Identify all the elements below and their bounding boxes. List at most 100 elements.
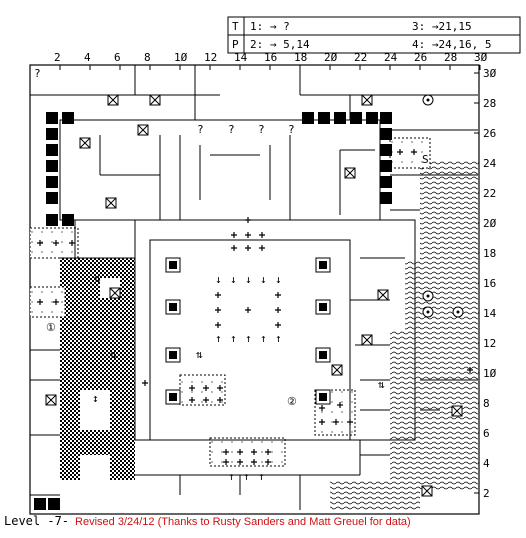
teleport-up-4: ⇅ — [378, 378, 385, 391]
wall-block — [48, 498, 60, 510]
wall-block — [34, 498, 46, 510]
wall-block — [46, 112, 58, 124]
water-areas — [330, 160, 478, 510]
fountains — [422, 94, 464, 318]
y-tick-label: 8 — [483, 397, 490, 410]
plus-marker — [275, 322, 281, 328]
arrow-marker: ↑ — [275, 332, 282, 345]
plus-marker — [319, 405, 325, 411]
y-tick-label: 3Ø — [483, 67, 497, 80]
y-tick-label: 28 — [483, 97, 496, 110]
unknown-4: ? — [258, 123, 265, 136]
plus-marker — [203, 385, 209, 391]
cross-line — [45, 394, 57, 406]
plus-marker — [245, 307, 251, 313]
legend-key-t: T — [232, 20, 239, 33]
walls — [30, 65, 478, 510]
cross-line — [107, 94, 119, 106]
x-tick-label: 2 — [54, 51, 61, 64]
plus-marker — [217, 385, 223, 391]
x-tick-label: 16 — [264, 51, 277, 64]
plus-marker — [347, 419, 353, 425]
plus-marker — [333, 419, 339, 425]
cross-line — [79, 137, 91, 149]
stair-up-3: ↑ — [258, 470, 265, 483]
wall-block — [380, 112, 392, 124]
arrow-marker: ↓ — [230, 273, 237, 286]
cross-line — [451, 405, 463, 417]
pillar-core — [169, 303, 177, 311]
wall-block — [334, 112, 346, 124]
cross-line — [331, 364, 343, 376]
x-tick-label: 4 — [84, 51, 91, 64]
pillars — [165, 257, 331, 405]
map-footer: Level -7-Revised 3/24/12 (Thanks to Rust… — [4, 514, 411, 528]
plus-marker — [259, 232, 265, 238]
wall-block — [302, 112, 314, 124]
plus-marker — [53, 299, 59, 305]
level-label: Level -7- — [4, 514, 70, 528]
legend-slot-4: 4: →24,16, 5 — [412, 38, 491, 51]
pillar-core — [169, 261, 177, 269]
plus-marker — [411, 149, 417, 155]
legend-key-p: P — [232, 38, 239, 51]
plus-marker — [53, 240, 59, 246]
x-tick-label: 14 — [234, 51, 248, 64]
x-tick-label: 2Ø — [324, 51, 338, 64]
wall-block — [46, 176, 58, 188]
cross-line — [377, 289, 389, 301]
x-tick-label: 1Ø — [174, 51, 188, 64]
wall-block — [380, 160, 392, 172]
plus-marker — [319, 419, 325, 425]
unknown-markers: ? ? ? ? ? — [34, 67, 295, 136]
y-tick-label: 26 — [483, 127, 496, 140]
plus-marker — [275, 307, 281, 313]
arrow-marker: ↑ — [215, 332, 222, 345]
plus-marker — [251, 459, 257, 465]
wall-block — [380, 192, 392, 204]
y-tick-label: 2 — [483, 487, 490, 500]
wall-block — [62, 214, 74, 226]
teleport-up-3: ⇅ — [196, 348, 203, 361]
wall-block — [46, 128, 58, 140]
unknown-2: ? — [197, 123, 204, 136]
wall-block — [350, 112, 362, 124]
arrow-marker: ↓ — [275, 273, 282, 286]
cross-line — [149, 94, 161, 106]
legend-slot-1: 1: → ? — [250, 20, 290, 33]
plus-marker — [189, 397, 195, 403]
arrow-marker: ↓ — [215, 273, 222, 286]
cross-line — [109, 287, 121, 299]
wall-block — [46, 160, 58, 172]
x-tick-label: 28 — [444, 51, 457, 64]
y-tick-label: 18 — [483, 247, 496, 260]
y-tick-label: 14 — [483, 307, 497, 320]
wall-block — [380, 144, 392, 156]
y-tick-label: 2Ø — [483, 217, 497, 230]
arrow-marker: ↑ — [230, 332, 237, 345]
x-tick-label: 3Ø — [474, 51, 488, 64]
wall-block — [380, 128, 392, 140]
arrow-marker: ↑ — [245, 332, 252, 345]
teleport-marker-2: ② — [287, 395, 297, 408]
pillar-core — [169, 393, 177, 401]
x-tick-label: 8 — [144, 51, 151, 64]
wall-block — [46, 192, 58, 204]
y-tick-label: 12 — [483, 337, 496, 350]
stair-markers: ↑ ↑ ↑ — [228, 470, 265, 483]
s-label: S — [422, 153, 429, 166]
plus-marker — [189, 385, 195, 391]
legend-slot-3: 3: →21,15 — [412, 20, 472, 33]
plus-marker — [203, 397, 209, 403]
plus-marker — [37, 299, 43, 305]
plus-marker — [223, 459, 229, 465]
x-tick-label: 24 — [384, 51, 398, 64]
arrow-marker: ↓ — [245, 273, 252, 286]
plus-marker — [223, 449, 229, 455]
plus-marker — [265, 459, 271, 465]
cross-line — [421, 485, 433, 497]
y-tick-label: 24 — [483, 157, 497, 170]
crossed-boxes — [45, 94, 463, 497]
x-tick-label: 26 — [414, 51, 427, 64]
